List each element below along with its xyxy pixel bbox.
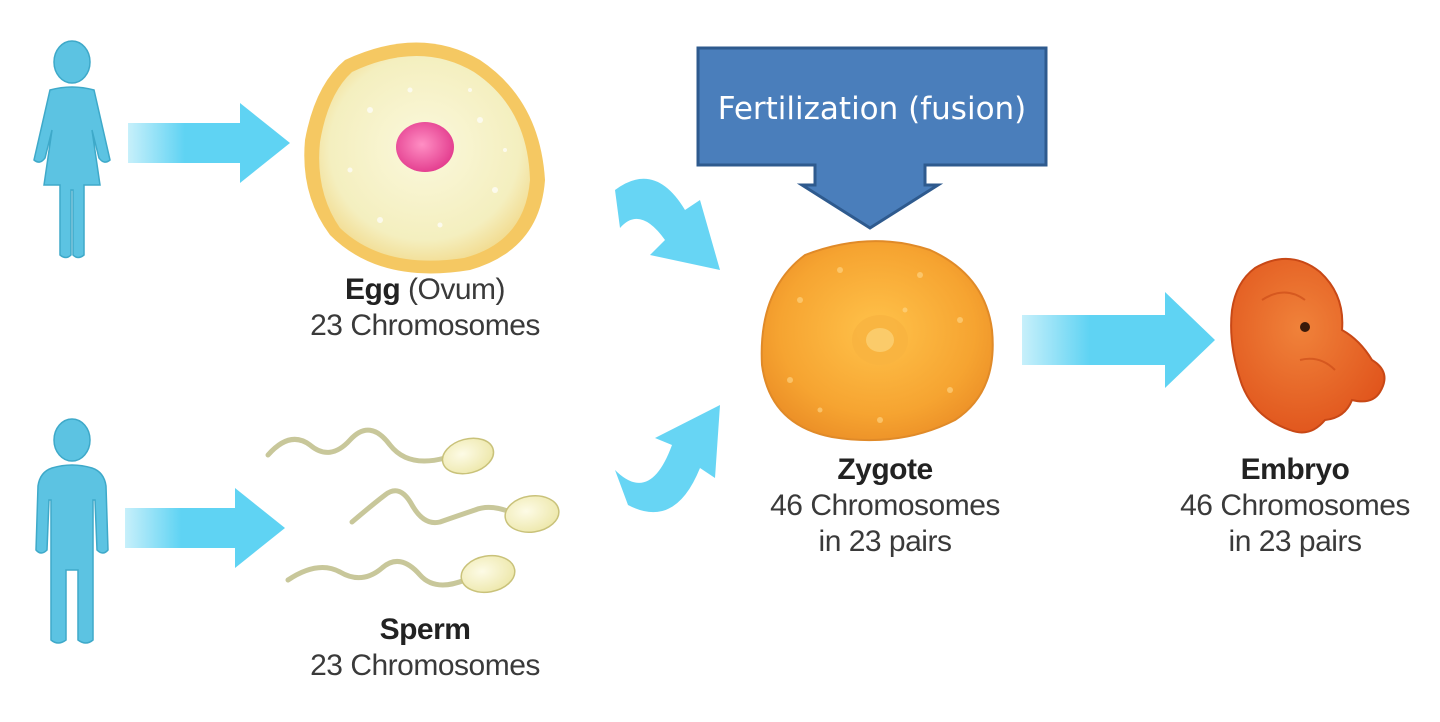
zygote-name: Zygote (837, 453, 933, 486)
arrow-icon (615, 178, 720, 270)
female-person-icon (33, 40, 111, 259)
arrow-icon (125, 488, 285, 568)
male-person-icon (35, 418, 109, 644)
embryo-pairs: in 23 pairs (1228, 525, 1362, 558)
sperm-count: 23 Chromosomes (310, 649, 540, 682)
embryo-count: 46 Chromosomes (1180, 489, 1410, 522)
sperm-icon (285, 554, 516, 594)
zygote-pairs: in 23 pairs (818, 525, 952, 558)
egg-qualifier: (Ovum) (408, 273, 506, 306)
zygote-count: 46 Chromosomes (770, 489, 1000, 522)
sperm-label: Sperm 23 Chromosomes (280, 612, 570, 684)
sperm-icon (265, 427, 495, 475)
fertilization-callout: Fertilization (fusion) (696, 46, 1048, 230)
zygote-label: Zygote 46 Chromosomes in 23 pairs (740, 452, 1030, 560)
egg-nucleus (396, 122, 454, 172)
egg-count: 23 Chromosomes (310, 309, 540, 342)
egg-name: Egg (344, 273, 401, 306)
embryo-label: Embryo 46 Chromosomes in 23 pairs (1150, 452, 1440, 560)
arrow-icon (128, 103, 290, 183)
arrow-icon (615, 405, 720, 513)
zygote-cell (760, 240, 994, 442)
sperm-icon (349, 488, 560, 533)
arrow-icon (1022, 292, 1215, 388)
sperm-name: Sperm (379, 613, 471, 646)
embryo-icon (1230, 257, 1386, 434)
egg-label: Egg (Ovum) 23 Chromosomes (280, 272, 570, 344)
embryo-name: Embryo (1240, 453, 1350, 486)
zygote-nucleus (852, 315, 908, 365)
callout-text: Fertilization (fusion) (718, 91, 1027, 127)
egg-cell (304, 42, 545, 274)
